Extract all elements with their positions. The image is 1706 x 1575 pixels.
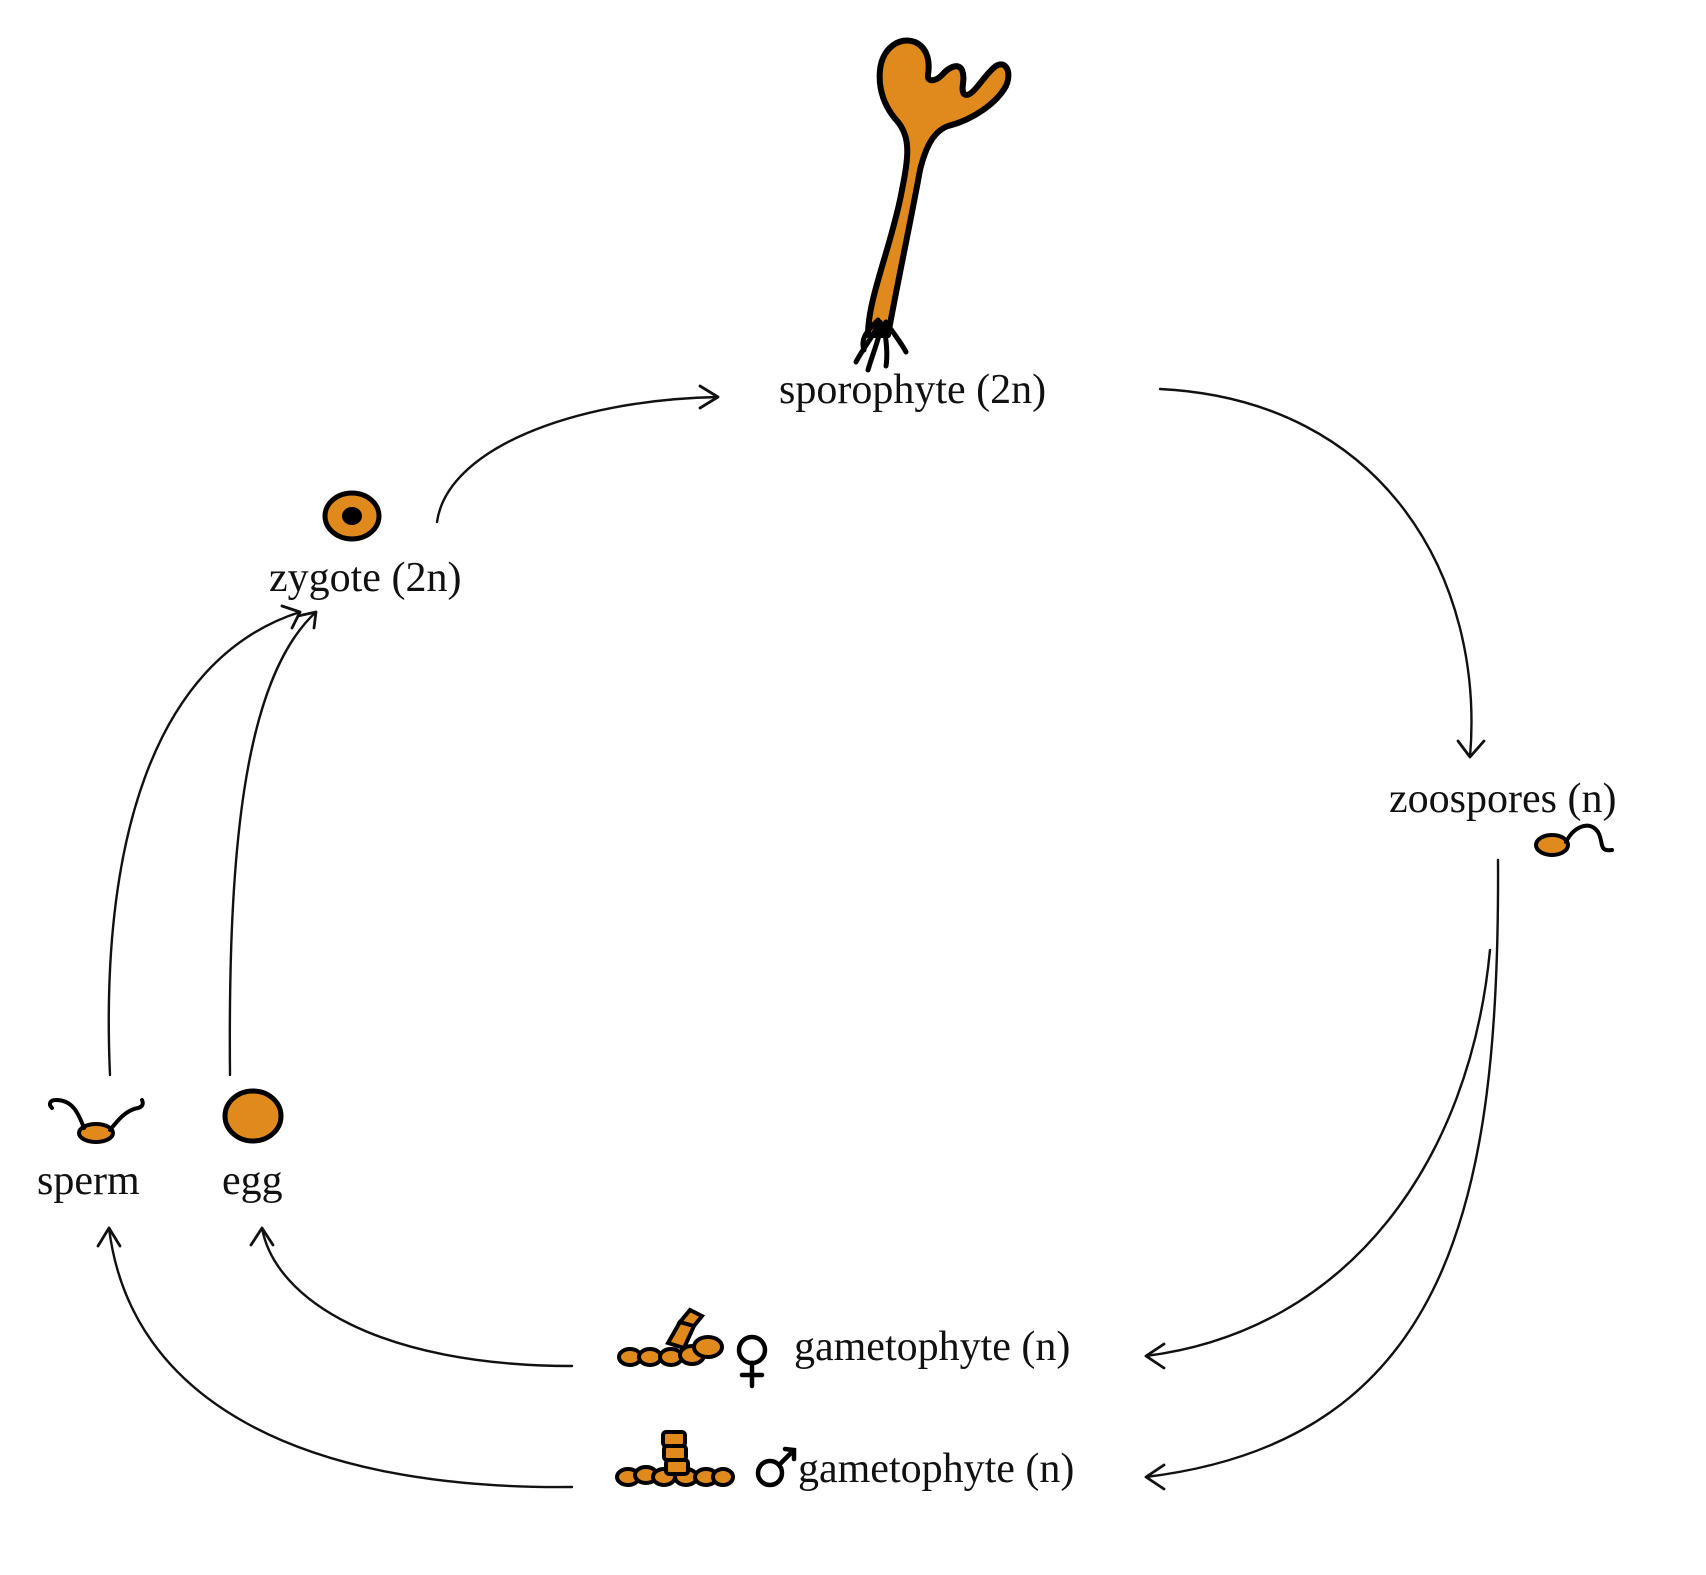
zygote-label: zygote (2n) [269,555,461,601]
arrow-male-gametophyte-to-sperm [96,1226,574,1489]
egg-label: egg [222,1158,283,1204]
male-gametophyte-icon [615,1430,735,1487]
female-gametophyte-label: gametophyte (n) [794,1324,1070,1370]
arrow-zoospores-to-male-gametophyte [1144,858,1500,1491]
arrow-zygote-to-sporophyte [435,384,720,524]
sperm-label: sperm [37,1158,140,1204]
zygote-cell-icon [322,490,382,542]
sporophyte-holdfast [853,317,909,373]
arrow-female-gametophyte-to-egg [249,1226,574,1368]
sporophyte-label: sporophyte (2n) [779,367,1046,413]
arrow-sporophyte-to-zoospores [1158,387,1486,759]
arrow-zoospores-to-female-gametophyte [1144,948,1492,1370]
arrow-sperm-to-zygote [107,604,302,1077]
flagellated-zoospore-icon [1534,823,1614,857]
female-gametophyte-icon [617,1307,724,1367]
sporophyte-blade [865,37,1012,338]
male-gametophyte-label: gametophyte (n) [798,1446,1074,1492]
venus-symbol [736,1334,768,1389]
biflagellate-sperm-icon [47,1097,145,1144]
mars-symbol [755,1446,797,1488]
zoospores-label: zoospores (n) [1389,776,1616,822]
arrow-egg-to-zygote [228,610,318,1077]
kelp-sporophyte-icon [853,37,1012,373]
egg-cell-icon [222,1088,284,1144]
